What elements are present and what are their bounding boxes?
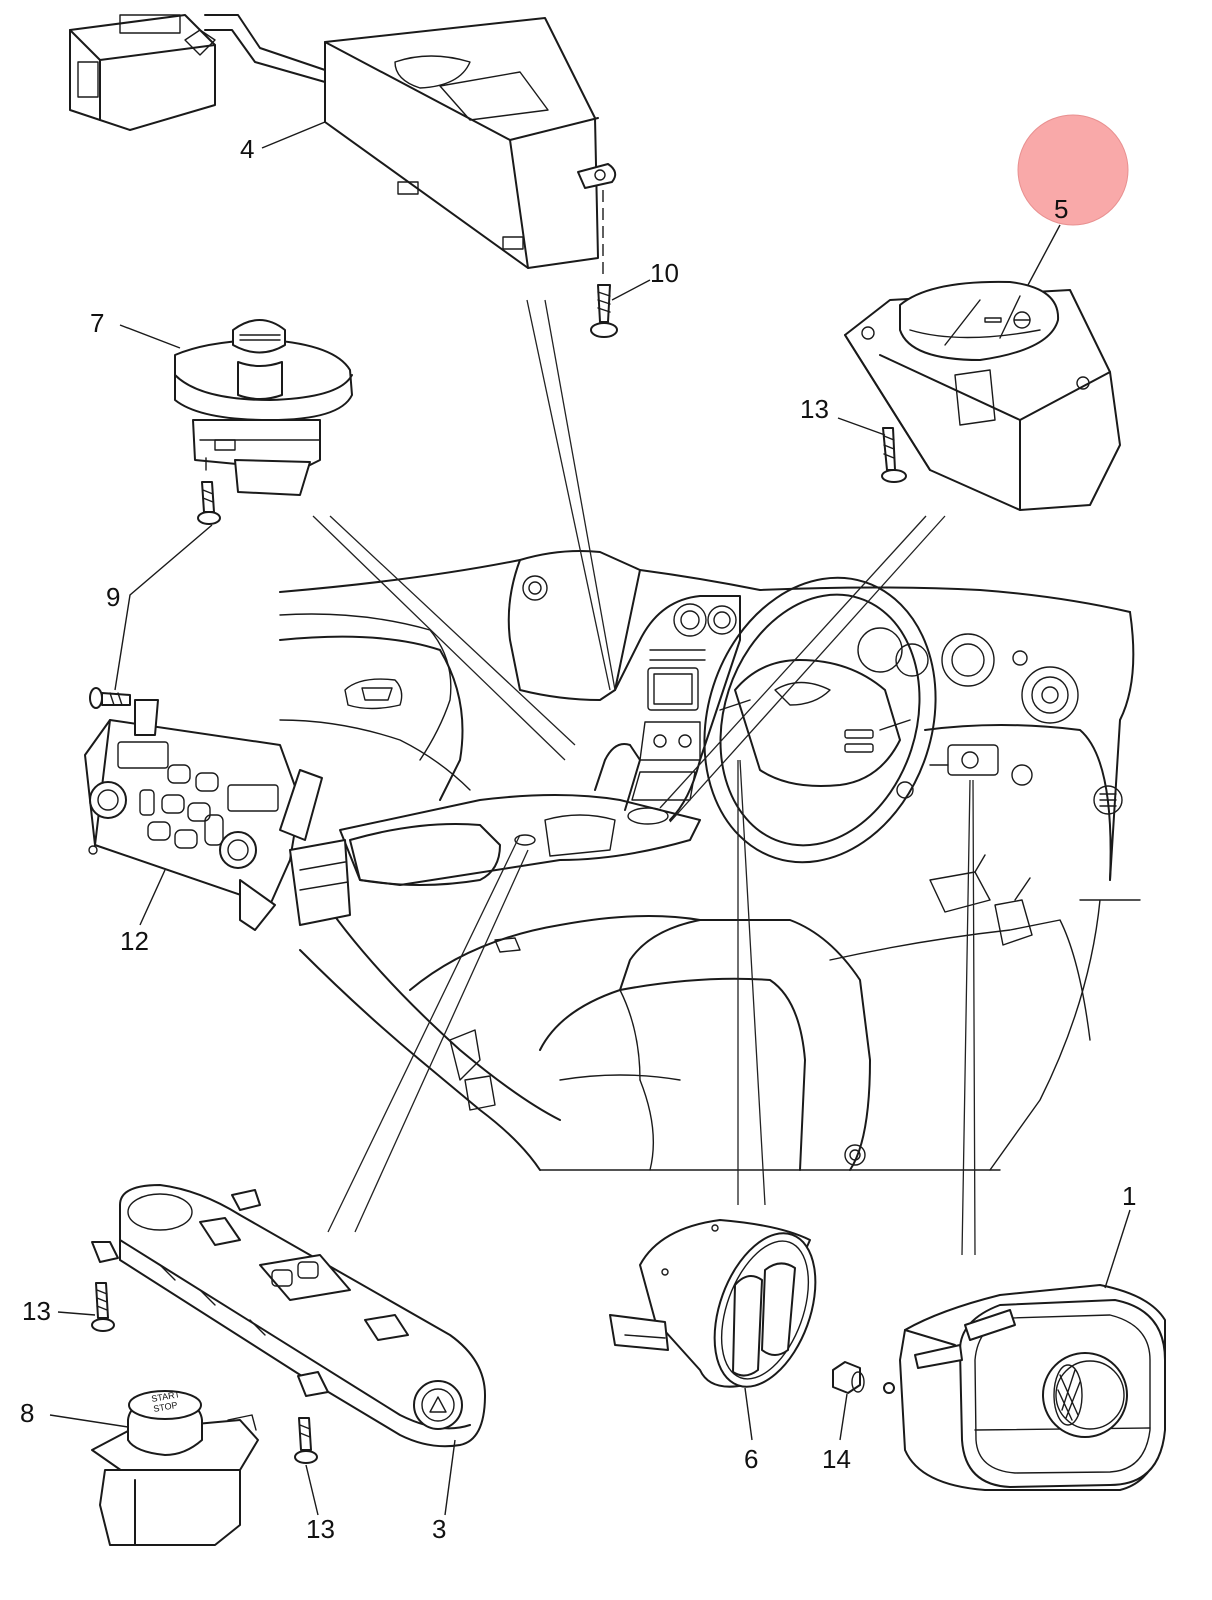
callout-13-left: 13 [22, 1296, 51, 1326]
callout-6: 6 [744, 1444, 758, 1474]
part-7-mirror-switch[interactable] [174, 319, 353, 496]
callout-5: 5 [1054, 194, 1068, 224]
part-14-nut[interactable] [832, 1361, 895, 1394]
callout-8: 8 [20, 1398, 34, 1428]
part-4-module[interactable] [69, 14, 617, 269]
part-5-switch[interactable] [844, 280, 1121, 511]
callout-3: 3 [432, 1514, 446, 1544]
callout-14: 14 [822, 1444, 851, 1474]
part-9-screw-side[interactable] [89, 687, 131, 709]
callout-12: 12 [120, 926, 149, 956]
callout-10: 10 [650, 258, 679, 288]
part-8-start-stop-button[interactable]: START STOP [91, 1389, 259, 1546]
part-1-light-switch[interactable] [899, 1284, 1166, 1491]
callout-labels: 1 3 4 5 6 7 8 9 10 12 13 13 13 14 [20, 134, 1136, 1544]
part-13-screw-a[interactable] [881, 427, 907, 483]
car-interior-illustration [279, 550, 1141, 1171]
callout-13-top: 13 [800, 394, 829, 424]
callout-7: 7 [90, 308, 104, 338]
part-10-screw[interactable] [590, 284, 618, 338]
callout-4: 4 [240, 134, 254, 164]
callout-13-bottom: 13 [306, 1514, 335, 1544]
part-13-screw-b[interactable] [91, 1282, 115, 1332]
part-13-screw-c[interactable] [294, 1417, 318, 1464]
part-6-switch-unit[interactable] [609, 1219, 835, 1400]
stop-label: STOP [153, 1400, 179, 1414]
callout-1: 1 [1122, 1181, 1136, 1211]
reference-lines [312, 299, 976, 1256]
part-3-console-panel[interactable] [91, 1184, 486, 1448]
callout-9: 9 [106, 582, 120, 612]
highlight-marker[interactable] [1017, 114, 1129, 226]
part-9-screw-top[interactable] [197, 481, 221, 525]
start-label: START [151, 1389, 181, 1404]
part-12-climate-panel[interactable] [84, 699, 351, 931]
